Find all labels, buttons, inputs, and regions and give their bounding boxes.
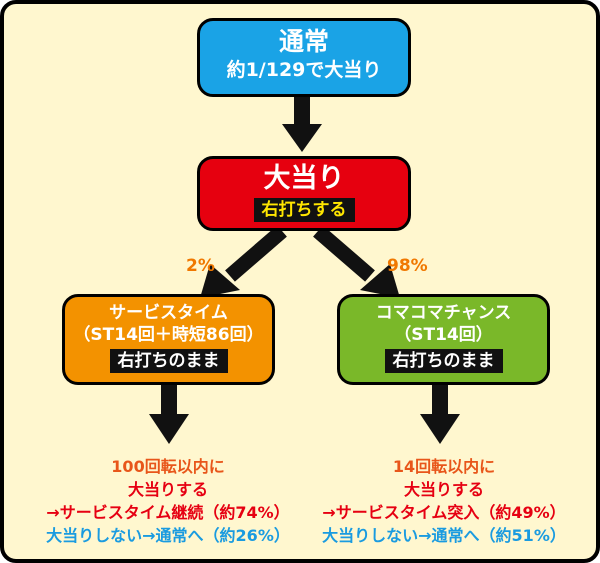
node-chance-detail: （ST14回） (394, 325, 493, 345)
result-right-line1: 14回転以内に (392, 457, 496, 476)
arrow-chance-to-result (420, 385, 460, 444)
result-left-line2: 大当りする (127, 480, 208, 499)
arrow-jackpot-to-chance (313, 225, 400, 298)
node-chance-title: コマコマチャンス (375, 303, 512, 323)
node-service-detail: （ST14回＋時短86回） (73, 325, 264, 345)
result-left-line1: 100回転以内に (111, 457, 225, 476)
node-service-title: サービスタイム (109, 303, 228, 323)
node-normal: 通常 約1/129で大当り (197, 18, 411, 97)
result-right-line2: 大当りする (403, 480, 484, 499)
node-jackpot-tag: 右打ちする (253, 198, 355, 222)
node-chance-tag: 右打ちのまま (384, 349, 503, 373)
result-right-line4: 大当りしない→通常へ（約51%） (322, 526, 566, 545)
node-jackpot-title: 大当り (263, 163, 345, 194)
node-normal-title: 通常 (278, 27, 329, 56)
arrow-service-to-result (149, 385, 189, 444)
arrow-jackpot-to-service (200, 225, 287, 298)
result-left-line3: →サービスタイム継続（約74%） (46, 503, 290, 522)
node-koma-chance: コマコマチャンス （ST14回） 右打ちのまま (337, 294, 550, 385)
arrow-normal-to-jackpot (282, 97, 322, 152)
node-service-time: サービスタイム （ST14回＋時短86回） 右打ちのまま (62, 294, 275, 385)
result-left: 100回転以内に 大当りする →サービスタイム継続（約74%） 大当りしない→通… (28, 455, 308, 547)
node-service-tag: 右打ちのまま (109, 349, 228, 373)
result-right-line3: →サービスタイム突入（約49%） (322, 503, 566, 522)
node-normal-subtitle: 約1/129で大当り (226, 59, 382, 81)
node-jackpot: 大当り 右打ちする (197, 156, 411, 231)
branch-right-percent: 98% (387, 256, 428, 276)
arrows-layer (149, 97, 460, 444)
branch-left-percent: 2% (186, 256, 215, 276)
result-left-line4: 大当りしない→通常へ（約26%） (46, 526, 290, 545)
result-right: 14回転以内に 大当りする →サービスタイム突入（約49%） 大当りしない→通常… (304, 455, 584, 547)
